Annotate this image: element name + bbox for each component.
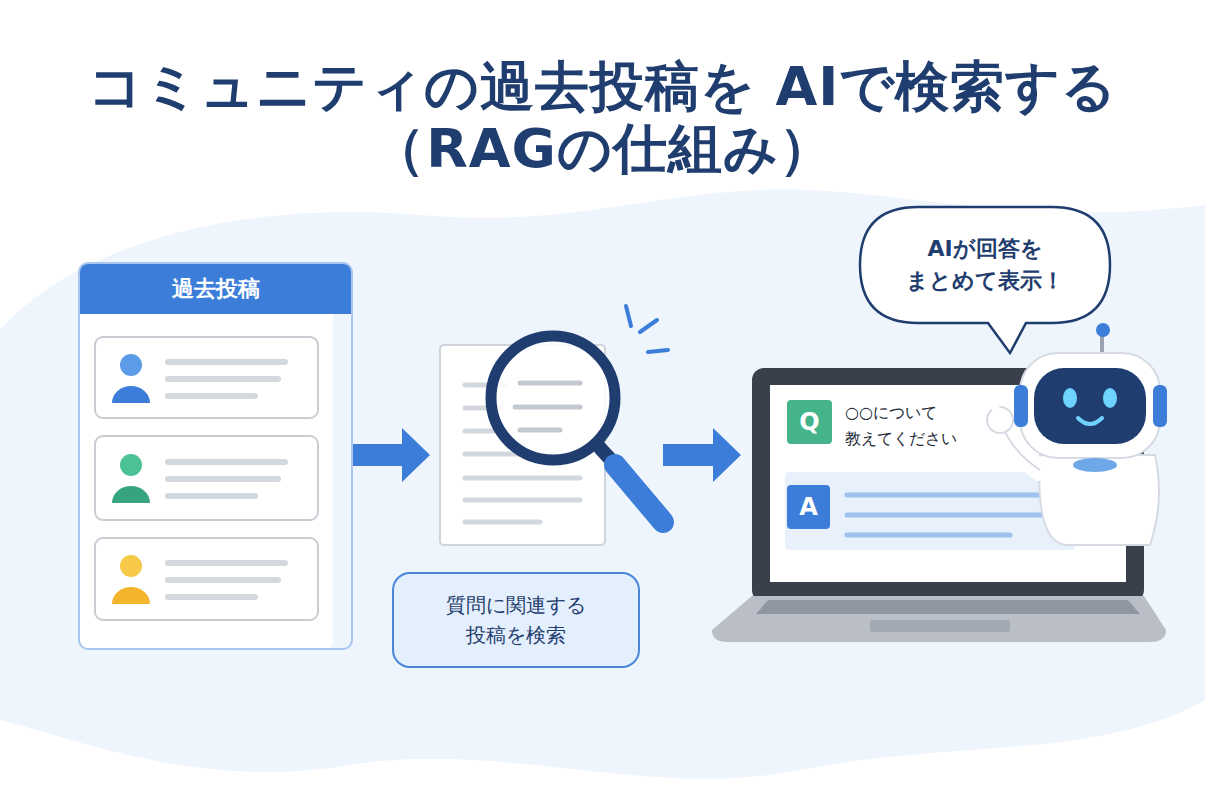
- answer-lines: [847, 495, 1048, 535]
- laptop-icon: [712, 368, 1166, 642]
- node-text: AIが回答を まとめて表示！: [885, 233, 1085, 297]
- node-text: 質問に関連する 投稿を検索: [426, 590, 606, 650]
- robot-icon: [987, 323, 1167, 545]
- title: コミュニティの過去投稿を AIで検索する（RAGの仕組み）: [0, 56, 1205, 180]
- answer-panel: [785, 472, 1075, 550]
- node-text: Q: [799, 408, 819, 436]
- flow-arrow: [352, 428, 430, 482]
- search-label-box: 質問に関連する 投稿を検索: [392, 572, 640, 668]
- post-panel: 過去投稿: [78, 262, 353, 650]
- answer-badge: A: [787, 485, 830, 529]
- post-cards: [95, 337, 318, 620]
- node-text: A: [799, 493, 818, 521]
- background-blob: [0, 190, 1205, 779]
- bubble-outline: [858, 205, 1112, 325]
- bubble-shape: [860, 207, 1110, 353]
- speech-bubble: AIが回答を まとめて表示！: [858, 205, 1112, 325]
- question-badge: Q: [787, 400, 832, 444]
- question-text: ○○について 教えてください: [845, 400, 985, 451]
- node-text: 過去投稿: [80, 264, 351, 314]
- panel-ground: [78, 262, 333, 650]
- flow-arrow: [663, 428, 741, 482]
- magnifier-icon: [491, 306, 668, 522]
